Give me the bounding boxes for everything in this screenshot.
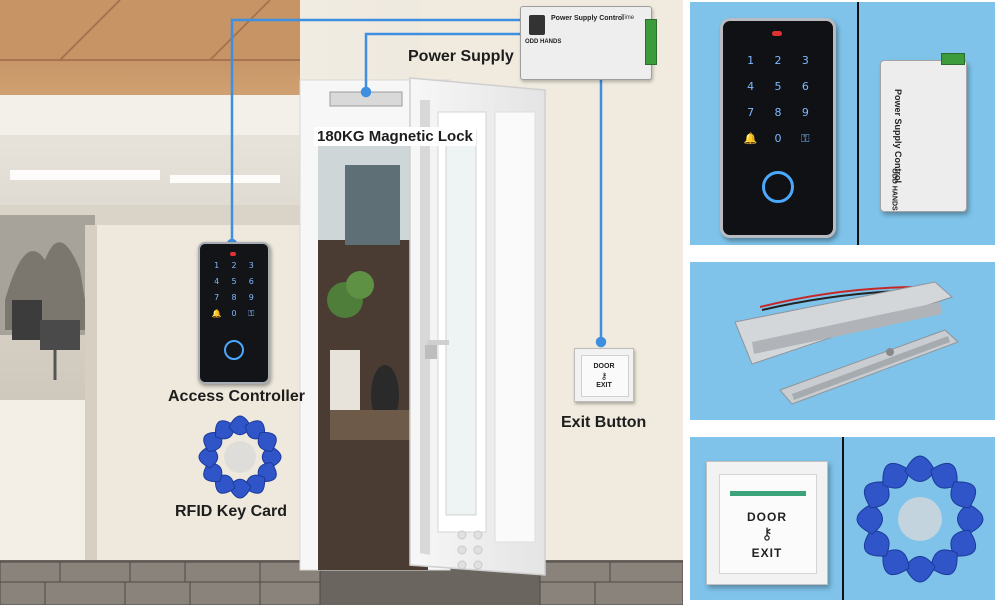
access-controller-label: Access Controller — [168, 388, 305, 405]
rfid-fob-cluster-photo — [856, 455, 984, 583]
access-controller-device: 1 2 3 4 5 6 7 8 9 🔔 0 ⚿ — [198, 242, 270, 384]
keypad-key: ⚿ — [801, 132, 810, 145]
power-supply-brand-icon — [529, 15, 545, 35]
keypad-grid: 1 2 3 4 5 6 7 8 9 🔔 0 ⚿ — [737, 55, 819, 144]
keypad-key: 5 — [774, 80, 782, 93]
exit-button-photo: DOOR ⚷ EXIT — [706, 461, 828, 585]
keypad-key: 9 — [248, 293, 254, 302]
exit-button-label: Exit Button — [561, 414, 647, 431]
power-supply-time-label: Time — [621, 15, 635, 21]
rfid-fob — [904, 556, 936, 583]
keypad-key: 9 — [801, 106, 809, 119]
keypad-device-photo: 1 2 3 4 5 6 7 8 9 🔔 0 ⚿ — [720, 18, 836, 238]
keypad-key: 3 — [248, 261, 254, 270]
keypad-key: 7 — [214, 293, 220, 302]
panel-divider — [857, 2, 859, 245]
power-supply-label: Power Supply — [408, 48, 514, 65]
keypad-key: 🔔 — [743, 132, 758, 145]
product-panel-magnetic-lock — [690, 262, 995, 420]
exit-plate-line2: EXIT — [751, 546, 783, 560]
panel-divider — [842, 437, 844, 600]
rfid-fob — [950, 481, 977, 509]
keypad-key: 6 — [248, 277, 254, 286]
indicator-led — [772, 31, 782, 36]
terminal-block — [645, 19, 657, 65]
keypad-key: 2 — [774, 54, 782, 67]
magnetic-lock-label: 180KG Magnetic Lock — [314, 127, 476, 146]
indicator-led — [230, 252, 236, 256]
keypad-key: 0 — [231, 309, 237, 318]
scene-illustration — [0, 0, 683, 605]
product-panel-controller-power: 1 2 3 4 5 6 7 8 9 🔔 0 ⚿ Power Supply Control ODD HA… — [690, 2, 995, 245]
key-icon: ⚷ — [761, 526, 773, 543]
keypad-key: 0 — [774, 132, 782, 145]
exit-plate-accent — [730, 491, 806, 496]
keypad-key: 5 — [231, 277, 237, 286]
keypad-key: 3 — [801, 54, 809, 67]
power-supply-title: Power Supply Control — [551, 15, 625, 22]
rfid-key-card-label: RFID Key Card — [175, 503, 288, 520]
exit-plate-line1: DOOR — [593, 363, 615, 370]
rfid-fob — [904, 455, 936, 482]
key-icon: ⚷ — [600, 371, 608, 381]
keypad-grid: 1 2 3 4 5 6 7 8 9 🔔 0 ⚿ — [208, 262, 260, 318]
power-supply-unit: Power Supply Control Time ODD HANDS — [520, 6, 657, 80]
power-supply-photo: Power Supply Control ODD HANDS — [880, 53, 967, 212]
keypad-key: 1 — [747, 54, 755, 67]
exit-button-device: DOOR ⚷ EXIT — [574, 348, 634, 402]
keypad-key: 4 — [747, 80, 755, 93]
keypad-key: 6 — [801, 80, 809, 93]
installation-scene: Power Supply Control Time ODD HANDS Powe… — [0, 0, 683, 605]
rfid-fob — [957, 503, 984, 535]
keypad-key: 🔔 — [211, 309, 222, 318]
exit-plate-line2: EXIT — [596, 382, 612, 389]
fingerprint-sensor — [224, 340, 244, 360]
keypad-key: 2 — [231, 261, 237, 270]
rfid-fob — [856, 503, 883, 535]
keypad-key: 4 — [214, 277, 220, 286]
keypad-key: 1 — [214, 261, 220, 270]
magnetic-lock-photo — [734, 281, 959, 405]
keypad-key: 8 — [231, 293, 237, 302]
keypad-key: ⚿ — [248, 309, 255, 318]
product-panel-exit-rfid: DOOR ⚷ EXIT — [690, 437, 995, 600]
keypad-key: 7 — [747, 106, 755, 119]
exit-plate-line1: DOOR — [747, 510, 787, 524]
rfid-fob-cluster — [198, 415, 282, 499]
rfid-fob — [257, 431, 277, 453]
fingerprint-sensor — [762, 171, 794, 203]
terminal-block — [941, 53, 965, 65]
power-supply-brand: ODD HANDS — [890, 168, 898, 211]
power-supply-brand: ODD HANDS — [525, 39, 562, 45]
keypad-key: 8 — [774, 106, 782, 119]
